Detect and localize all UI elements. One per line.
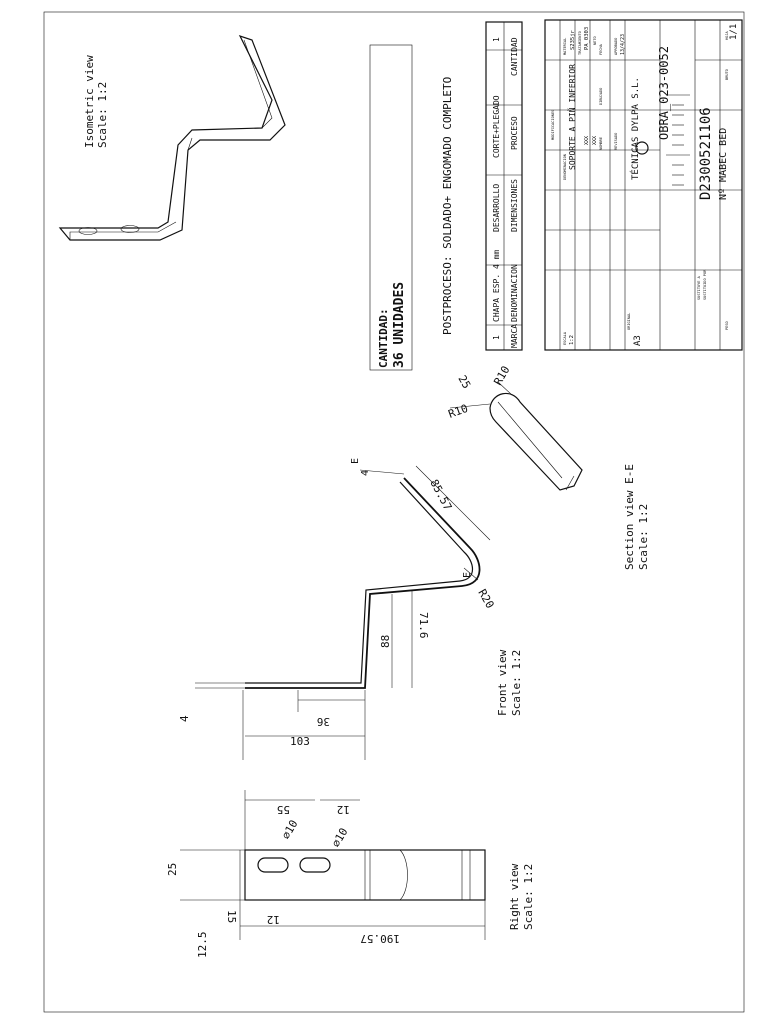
field-label-material: MATERIAL bbox=[563, 38, 567, 55]
col-header-proceso: PROCESO bbox=[510, 116, 519, 150]
cell-cantidad: 1 bbox=[492, 37, 501, 42]
section-part-inner bbox=[497, 401, 575, 491]
field-label-sheet: HOJA bbox=[725, 31, 729, 40]
title-block-border bbox=[544, 19, 743, 351]
cell-proceso: CORTE+PLEGADO bbox=[492, 95, 501, 158]
sheet-number: 1/1 bbox=[729, 24, 739, 40]
ruler-ticks bbox=[666, 94, 690, 186]
section-dim-r10-top: R10 bbox=[491, 364, 512, 388]
field-label-modifications: MODIFICACIONES bbox=[551, 110, 555, 140]
sheet-size: A3 bbox=[633, 335, 643, 346]
right-scale: Scale: 1:2 bbox=[522, 864, 535, 930]
isometric-title: Isometric view bbox=[83, 55, 96, 148]
quantity-value: 36 UNIDADES bbox=[392, 282, 407, 368]
field-label-denomination: DENOMINACION bbox=[563, 154, 567, 180]
front-part-inner bbox=[245, 481, 474, 684]
right-dim-12-bottom: 12 bbox=[267, 913, 280, 926]
right-dim-12-5: 12.5 bbox=[196, 932, 209, 959]
field-label-drawn: DIBUJADO bbox=[599, 88, 603, 105]
right-dim-dia10-b: ⌀10 bbox=[329, 826, 350, 850]
front-title: Front view bbox=[496, 649, 509, 716]
material-value: S235jr bbox=[570, 29, 576, 50]
front-dim-r20: R20 bbox=[475, 587, 496, 611]
field-value-xxx: XXX bbox=[592, 136, 598, 145]
front-dim-71-6: 71.6 bbox=[417, 612, 430, 639]
field-label-replaces: SUSTITUYE A bbox=[697, 275, 701, 300]
front-dim-4-top: 4 bbox=[360, 470, 371, 476]
section-scale: Scale: 1:2 bbox=[637, 504, 650, 570]
section-title: Section view E-E bbox=[623, 464, 636, 570]
right-view: Right view Scale: 1:2 190.57 25 12.5 15 … bbox=[166, 790, 535, 958]
right-slot bbox=[299, 857, 331, 873]
field-label-gross: BRUTO bbox=[725, 69, 729, 80]
front-scale: Scale: 1:2 bbox=[510, 650, 523, 716]
front-dim-103: 103 bbox=[290, 735, 310, 748]
front-view: Front view Scale: 1:2 103 36 4 88 71.6 8… bbox=[178, 458, 523, 760]
right-dim-15: 15 bbox=[225, 910, 238, 923]
col-header-denominacion: DENOMINACION bbox=[510, 264, 519, 322]
obra-number: OBRA_023-0052 bbox=[657, 46, 671, 140]
part-denomination: SOPORTE A PIÑ INFERIOR bbox=[567, 64, 577, 170]
postprocess-note: POSTPROCESO: SOLDADO+ ENGOMADO COMPLETO bbox=[441, 77, 454, 335]
field-label-net: NETO bbox=[593, 36, 597, 45]
field-label-revised: REVISADO bbox=[614, 133, 618, 150]
field-label-weight: PESO bbox=[725, 321, 729, 330]
finish-value: PA_0303 bbox=[584, 27, 590, 50]
field-label-date: FECHA bbox=[599, 43, 603, 55]
section-part-outline bbox=[489, 392, 583, 491]
right-dim-dia10-a: ⌀10 bbox=[279, 818, 300, 842]
parts-table: MARCA DENOMINACION DIMENSIONES PROCESO C… bbox=[485, 21, 523, 351]
isometric-part-outline bbox=[58, 34, 286, 241]
field-label-approved: APROBADO bbox=[614, 38, 618, 55]
front-part-outline bbox=[245, 477, 481, 689]
right-dim-55: 55 bbox=[277, 803, 290, 816]
cell-denominacion: CHAPA ESP. 4 mm bbox=[492, 250, 501, 322]
front-dim-36: 36 bbox=[317, 715, 330, 728]
col-header-cantidad: CANTIDAD bbox=[510, 37, 519, 76]
company-name: TÉCNICAS DYLPA S.L. bbox=[629, 77, 641, 180]
section-marker-e: E bbox=[350, 458, 361, 464]
drawing-frame bbox=[43, 11, 745, 1013]
section-dim-25: 25 bbox=[455, 373, 473, 391]
front-dim-88: 88 bbox=[379, 635, 392, 648]
field-label-treatment: TRATAMIENTO bbox=[578, 31, 582, 55]
field-value-xxx: XXX bbox=[584, 136, 590, 145]
isometric-slot bbox=[120, 225, 140, 233]
isometric-scale: Scale: 1:2 bbox=[96, 82, 109, 148]
right-slot bbox=[257, 857, 289, 873]
field-label-name: NOMBRE bbox=[599, 137, 603, 150]
quantity-box-border bbox=[369, 44, 413, 371]
col-header-dimensiones: DIMENSIONES bbox=[510, 179, 519, 232]
machine-label: Nº MABEC BED bbox=[718, 128, 729, 200]
front-dim-4: 4 bbox=[178, 715, 191, 722]
right-title: Right view bbox=[508, 863, 521, 930]
company-logo bbox=[635, 141, 649, 155]
isometric-part-edge bbox=[69, 39, 273, 240]
isometric-view: Isometric view Scale: 1:2 bbox=[58, 34, 286, 241]
quantity-label: CANTIDAD: bbox=[377, 308, 390, 368]
isometric-slot bbox=[78, 227, 98, 235]
quantity-box: CANTIDAD: 36 UNIDADES bbox=[369, 44, 413, 371]
cell-marca: 1 bbox=[492, 335, 501, 340]
right-dim-25: 25 bbox=[166, 863, 179, 876]
field-label-scale: ESCALA bbox=[563, 331, 567, 345]
right-dim-12-top: 12 bbox=[337, 803, 350, 816]
field-label-original: ORIGINAL bbox=[627, 313, 631, 330]
title-block: TÉCNICAS DYLPA S.L. SOPORTE A PIÑ INFERI… bbox=[544, 19, 743, 351]
drawing-code: D2300521106 bbox=[698, 107, 714, 200]
scale-value: 1:2 bbox=[569, 335, 575, 345]
section-view: Section view E-E Scale: 1:2 25 R10 R10 bbox=[447, 364, 650, 570]
section-dim-r10-left: R10 bbox=[447, 402, 470, 421]
section-marker-e: E bbox=[462, 572, 473, 578]
field-label-replaced-by: SUSTITUIDO POR bbox=[703, 269, 707, 300]
field-value-date: 13/4/23 bbox=[620, 34, 626, 55]
col-header-marca: MARCA bbox=[510, 324, 519, 348]
right-dim-190-57: 190.57 bbox=[360, 932, 400, 945]
cell-dimensiones: DESARROLLO bbox=[492, 184, 501, 232]
